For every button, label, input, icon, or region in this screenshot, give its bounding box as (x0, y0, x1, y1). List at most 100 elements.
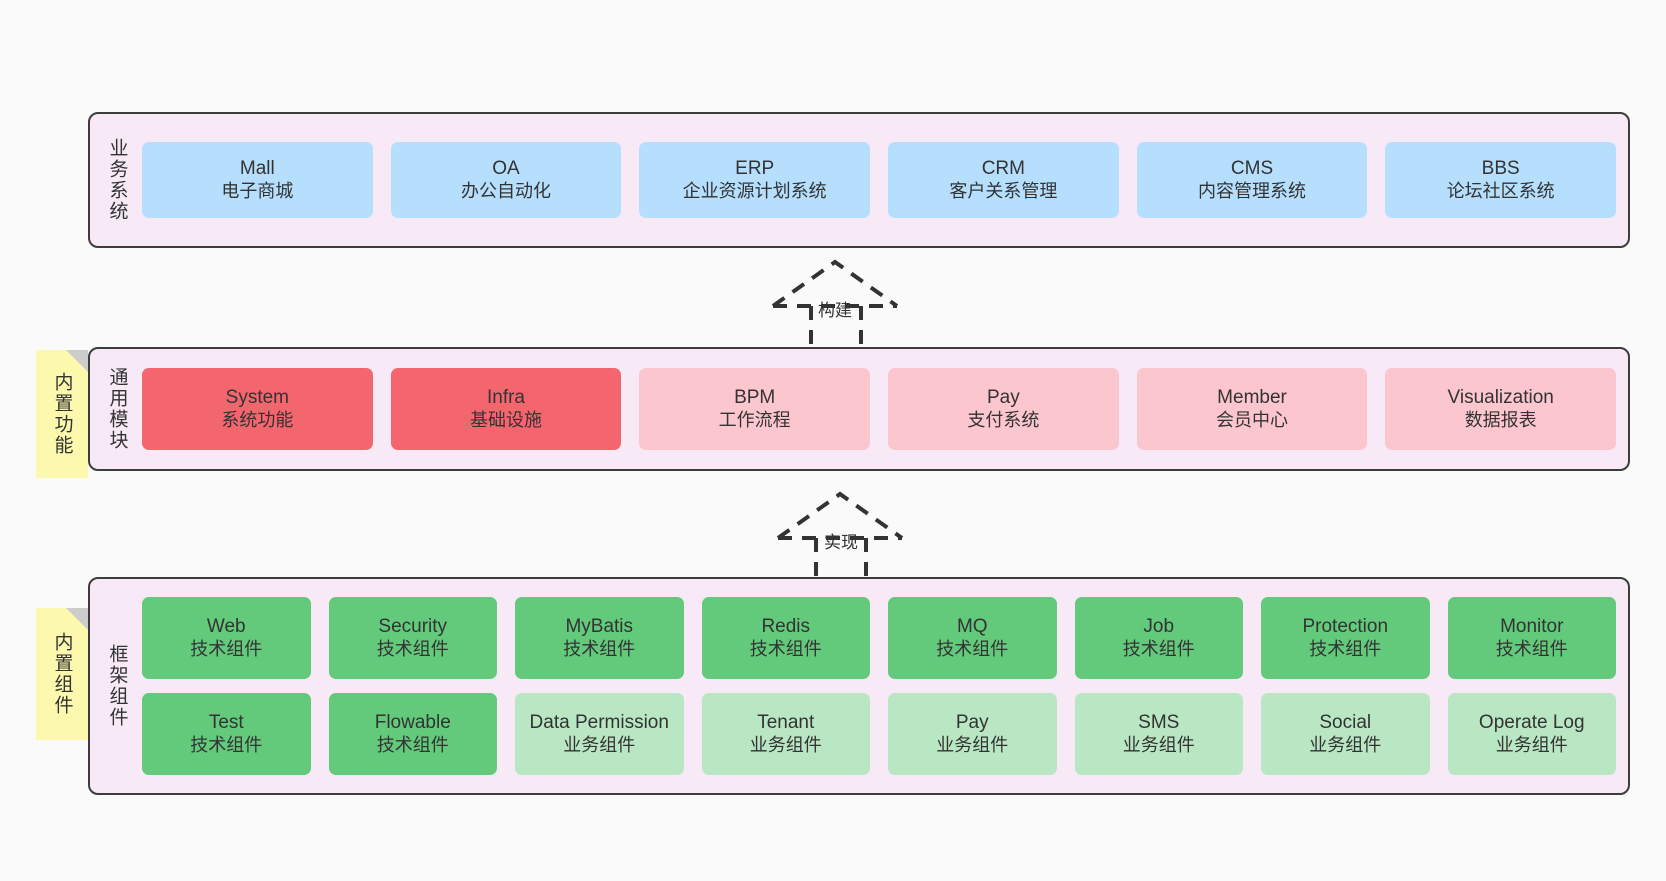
layer-title-framework: 框架组件 (106, 644, 128, 728)
node-mybatis-cn: 技术组件 (563, 638, 636, 659)
node-web[interactable]: Web 技术组件 (142, 597, 311, 679)
node-job-cn: 技术组件 (1122, 638, 1195, 659)
node-system-en: System (225, 387, 290, 409)
node-system[interactable]: System 系统功能 (142, 368, 373, 450)
node-web-cn: 技术组件 (190, 638, 263, 659)
framework-row-tech: Web 技术组件 Security 技术组件 MyBatis 技术组件 Redi… (142, 597, 1616, 679)
node-oa-cn: 办公自动化 (461, 180, 551, 201)
layer-title-business: 业务系统 (106, 138, 128, 222)
node-erp[interactable]: ERP 企业资源计划系统 (639, 142, 871, 218)
layer-body-business: Mall 电子商城 OA 办公自动化 ERP 企业资源计划系统 CRM 客户关系… (138, 114, 1628, 246)
node-oa[interactable]: OA 办公自动化 (390, 142, 622, 218)
node-data-permission-cn: 业务组件 (563, 734, 636, 755)
layer-title-modules: 通用模块 (106, 367, 128, 451)
node-mall[interactable]: Mall 电子商城 (142, 142, 373, 218)
node-protection-en: Protection (1302, 616, 1389, 638)
connector-build-label: 构建 (818, 301, 852, 320)
node-visualization-cn: 数据报表 (1464, 409, 1537, 430)
node-pay-module-cn: 支付系统 (967, 409, 1040, 430)
node-operate-log-cn: 业务组件 (1495, 734, 1568, 755)
node-monitor[interactable]: Monitor 技术组件 (1447, 597, 1616, 679)
node-pay-component-cn: 业务组件 (936, 734, 1009, 755)
node-test[interactable]: Test 技术组件 (142, 693, 311, 775)
node-sms[interactable]: SMS 业务组件 (1074, 693, 1243, 775)
node-tenant-en: Tenant (757, 712, 815, 734)
node-job-en: Job (1143, 616, 1175, 638)
node-social-cn: 业务组件 (1309, 734, 1382, 755)
layer-body-modules: System 系统功能 Infra 基础设施 BPM 工作流程 Pay 支付系统… (138, 349, 1628, 469)
node-mq-en: MQ (956, 616, 988, 638)
node-cms[interactable]: CMS 内容管理系统 (1136, 142, 1368, 218)
node-tenant[interactable]: Tenant 业务组件 (701, 693, 870, 775)
node-sms-en: SMS (1138, 712, 1180, 734)
node-tenant-cn: 业务组件 (749, 734, 822, 755)
node-crm-cn: 客户关系管理 (949, 180, 1058, 201)
node-infra-cn: 基础设施 (470, 409, 542, 430)
node-erp-cn: 企业资源计划系统 (682, 180, 827, 201)
node-mq[interactable]: MQ 技术组件 (888, 597, 1057, 679)
node-sms-cn: 业务组件 (1122, 734, 1195, 755)
node-test-en: Test (208, 712, 244, 734)
node-member-cn: 会员中心 (1216, 409, 1289, 430)
node-redis-cn: 技术组件 (749, 638, 822, 659)
node-pay-component-en: Pay (955, 712, 989, 734)
node-flowable-en: Flowable (374, 712, 451, 734)
note-builtin-features: 内置功能 (36, 350, 88, 478)
layer-business-system: 业务系统 Mall 电子商城 OA 办公自动化 ERP 企业资源计划系统 CRM (88, 112, 1630, 248)
node-mall-cn: 电子商城 (221, 180, 294, 201)
node-operate-log-en: Operate Log (1478, 712, 1585, 734)
layer-framework-components: 框架组件 Web 技术组件 Security 技术组件 MyBatis 技术组件 (88, 577, 1630, 795)
note-builtin-components: 内置组件 (36, 608, 88, 740)
node-security[interactable]: Security 技术组件 (328, 597, 497, 679)
node-mall-en: Mall (239, 158, 275, 180)
node-bpm[interactable]: BPM 工作流程 (639, 368, 871, 450)
node-protection-cn: 技术组件 (1309, 638, 1382, 659)
node-web-en: Web (206, 616, 246, 638)
node-system-cn: 系统功能 (221, 409, 294, 430)
node-bpm-en: BPM (734, 387, 776, 409)
node-data-permission[interactable]: Data Permission 业务组件 (515, 693, 684, 775)
node-redis-en: Redis (761, 616, 811, 638)
node-pay-module-en: Pay (986, 387, 1020, 409)
framework-row-business: Test 技术组件 Flowable 技术组件 Data Permission … (142, 693, 1616, 775)
node-cms-en: CMS (1230, 158, 1274, 180)
module-node-row: System 系统功能 Infra 基础设施 BPM 工作流程 Pay 支付系统… (142, 368, 1617, 450)
node-infra-en: Infra (486, 387, 526, 409)
connector-build: 构建 (745, 256, 925, 356)
node-cms-cn: 内容管理系统 (1198, 180, 1307, 201)
node-bbs-en: BBS (1481, 158, 1520, 180)
node-mybatis-en: MyBatis (565, 616, 634, 638)
connector-implement-label: 实现 (824, 533, 858, 552)
node-security-cn: 技术组件 (376, 638, 449, 659)
node-operate-log[interactable]: Operate Log 业务组件 (1447, 693, 1616, 775)
node-social[interactable]: Social 业务组件 (1261, 693, 1430, 775)
node-visualization-en: Visualization (1447, 387, 1554, 409)
node-flowable[interactable]: Flowable 技术组件 (328, 693, 497, 775)
node-test-cn: 技术组件 (190, 734, 263, 755)
node-redis[interactable]: Redis 技术组件 (701, 597, 870, 679)
node-bbs-cn: 论坛社区系统 (1446, 180, 1555, 201)
node-visualization[interactable]: Visualization 数据报表 (1385, 368, 1617, 450)
node-data-permission-en: Data Permission (529, 712, 669, 734)
node-protection[interactable]: Protection 技术组件 (1261, 597, 1430, 679)
layer-body-framework: Web 技术组件 Security 技术组件 MyBatis 技术组件 Redi… (138, 579, 1628, 793)
framework-node-rows: Web 技术组件 Security 技术组件 MyBatis 技术组件 Redi… (142, 597, 1616, 775)
layer-common-modules: 通用模块 System 系统功能 Infra 基础设施 BPM 工作流程 Pay (88, 347, 1630, 471)
node-security-en: Security (378, 616, 448, 638)
node-bbs[interactable]: BBS 论坛社区系统 (1385, 142, 1617, 218)
business-node-row: Mall 电子商城 OA 办公自动化 ERP 企业资源计划系统 CRM 客户关系… (142, 142, 1617, 218)
node-crm-en: CRM (981, 158, 1025, 180)
node-mq-cn: 技术组件 (936, 638, 1009, 659)
node-monitor-en: Monitor (1500, 616, 1564, 638)
node-crm[interactable]: CRM 客户关系管理 (888, 142, 1119, 218)
node-pay-component[interactable]: Pay 业务组件 (888, 693, 1057, 775)
node-pay-module[interactable]: Pay 支付系统 (888, 368, 1119, 450)
node-social-en: Social (1319, 712, 1372, 734)
node-job[interactable]: Job 技术组件 (1074, 597, 1243, 679)
node-oa-en: OA (492, 158, 520, 180)
node-infra[interactable]: Infra 基础设施 (390, 368, 622, 450)
node-mybatis[interactable]: MyBatis 技术组件 (515, 597, 684, 679)
node-flowable-cn: 技术组件 (376, 734, 449, 755)
node-member[interactable]: Member 会员中心 (1136, 368, 1368, 450)
